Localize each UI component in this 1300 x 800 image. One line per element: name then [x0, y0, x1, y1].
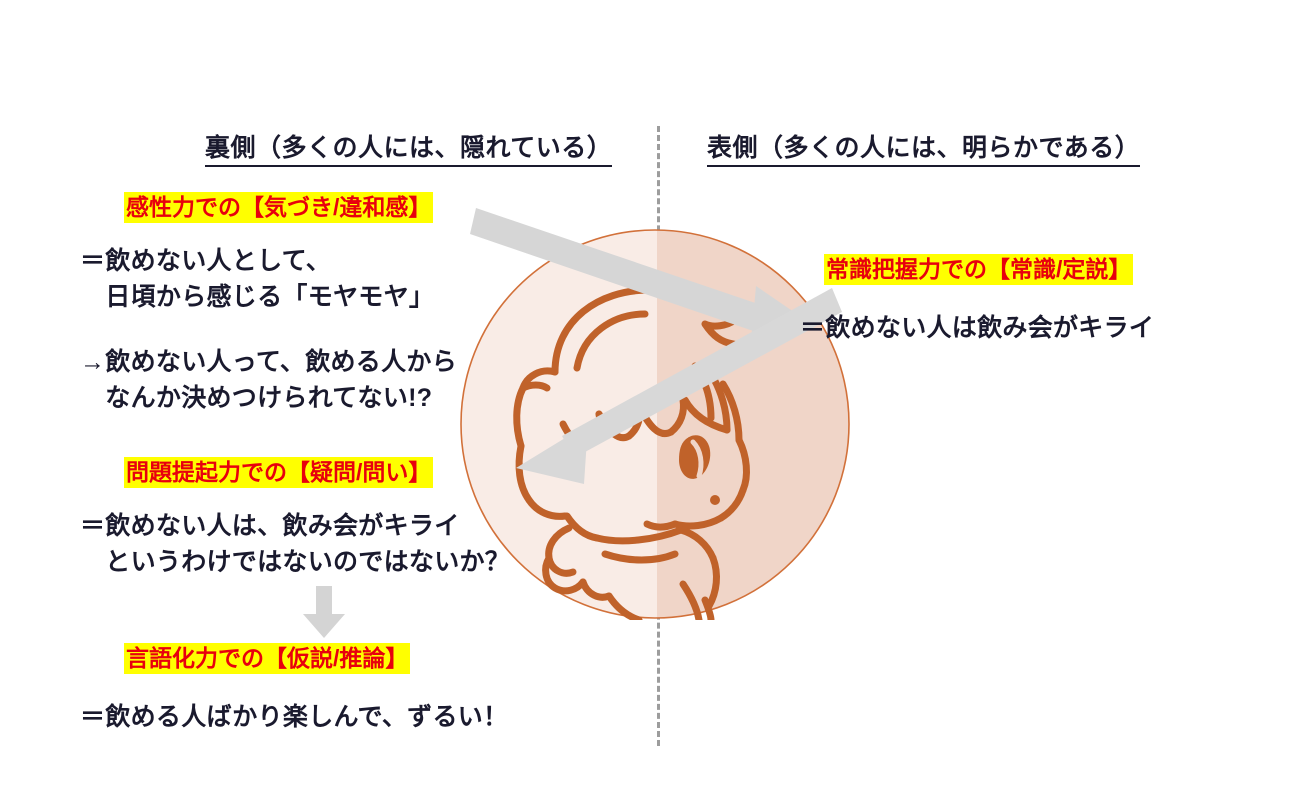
- label-common-sense-power: 常識把握力での【常識/定説】: [824, 254, 1134, 285]
- text-conclusion-zurui: ＝飲める人ばかり楽しんで、ずるい！: [80, 703, 509, 731]
- text-moyamoya: ＝飲めない人として、 日頃から感じる「モヤモヤ」: [80, 247, 435, 312]
- center-illustration: [459, 228, 851, 620]
- text-kimetsukerarete: →飲めない人って、飲める人から なんか決めつけられてない!?: [80, 348, 458, 413]
- label-sensitivity-power: 感性力での【気づき/違和感】: [124, 192, 434, 223]
- label-problem-raising-power: 問題提起力での【疑問/問い】: [124, 457, 434, 488]
- label-verbalization-power: 言語化力での【仮説/推論】: [124, 643, 411, 674]
- thinking-person-illustration: [460, 229, 850, 620]
- gray-down-arrow: [303, 586, 345, 638]
- column-heading-visible-side: 表側（多くの人には、明らかである）: [707, 134, 1141, 167]
- text-common-sense-statement: ＝飲めない人は飲み会がキライ: [800, 314, 1155, 342]
- text-question-hypothesis: ＝飲めない人は、飲み会がキライ というわけではないのではないか？: [80, 512, 511, 577]
- column-heading-hidden-side: 裏側（多くの人には、隠れている）: [205, 134, 613, 167]
